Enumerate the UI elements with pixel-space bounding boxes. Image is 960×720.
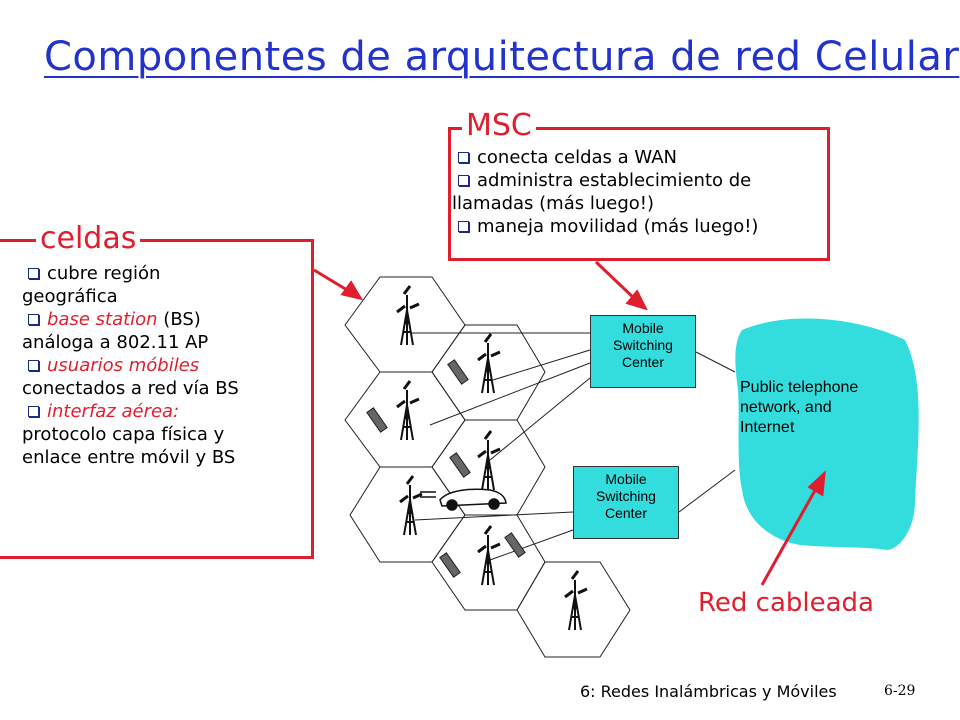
mobile-switching-center-top: Mobile Switching Center: [590, 315, 696, 388]
links: [410, 332, 736, 561]
msc-callout-title: MSC: [462, 109, 536, 143]
mobile-switching-center-bottom: Mobile Switching Center: [573, 466, 679, 539]
bullet-square-icon: [28, 267, 39, 279]
msc-bullet-list: conecta celdas a WAN administra establec…: [452, 146, 822, 238]
msc-bullet-2-continuation: llamadas (más luego!): [452, 193, 654, 214]
annotation-arrows: [313, 260, 826, 586]
base-stations: [396, 285, 588, 631]
mobile-phone-icon: [447, 359, 469, 385]
bullet-square-icon: [458, 151, 469, 163]
msc-bullet-1: conecta celdas a WAN: [452, 146, 822, 169]
bullet-square-icon: [458, 220, 469, 232]
msc-bullet-2: administra establecimiento de: [452, 169, 822, 192]
bullet-square-icon: [28, 405, 39, 417]
cells-callout-title: celdas: [36, 222, 141, 256]
cell-7: [516, 561, 631, 658]
public-network-cloud: [735, 318, 919, 550]
base-station-icon: [396, 380, 420, 441]
bullet-square-icon: [458, 174, 469, 186]
cells-bullet-list: cubre región geográfica base station (BS…: [22, 263, 239, 468]
footer-chapter-title: 6: Redes Inalámbricas y Móviles: [580, 682, 837, 701]
mobile-phone-icon: [439, 552, 461, 578]
mobile-phone-icon: [366, 407, 388, 433]
mobile-phone-icon: [449, 452, 471, 478]
base-station-icon: [477, 430, 501, 491]
cell-grid: [344, 276, 631, 658]
footer-page-number: 6-29: [884, 683, 916, 699]
page-title: Componentes de arquitectura de red Celul…: [44, 34, 960, 80]
car-icon: [420, 488, 507, 511]
wired-network-label: Red cableada: [698, 588, 874, 618]
base-station-icon: [477, 525, 501, 586]
base-station-icon: [396, 285, 420, 346]
bullet-square-icon: [28, 313, 39, 325]
base-station-icon: [477, 333, 501, 394]
base-station-icon: [399, 475, 423, 536]
mobile-phones: [366, 359, 526, 578]
base-station-icon: [564, 570, 588, 631]
bullet-square-icon: [28, 359, 39, 371]
mobile-phone-icon: [504, 532, 526, 558]
msc-bullet-3: maneja movilidad (más luego!): [452, 215, 822, 238]
msc-callout-box: [448, 127, 830, 261]
public-network-label: Public telephone network, and Internet: [740, 379, 859, 436]
cells-callout-box: [0, 239, 314, 559]
msc-callout-left-border: [448, 127, 451, 261]
